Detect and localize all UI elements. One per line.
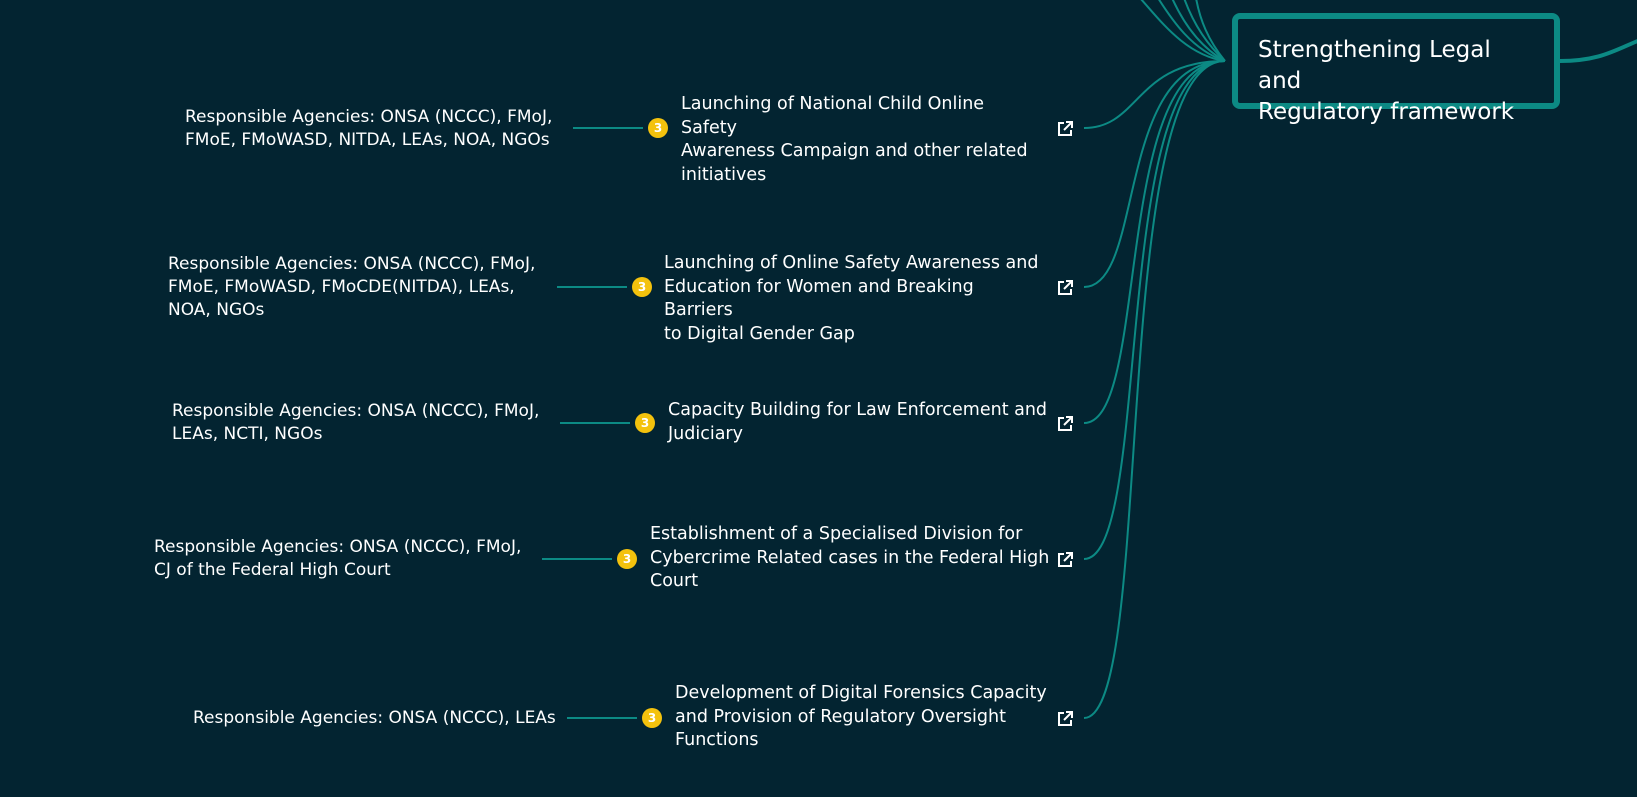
connector-root-upper-2 — [1158, 0, 1226, 62]
action-topic-text[interactable]: Development of Digital Forensics Capacit… — [675, 683, 1047, 750]
external-link-icon[interactable] — [1056, 120, 1074, 138]
priority-badge: 3 — [617, 549, 637, 569]
root-topic-title: Strengthening Legal and Regulatory frame… — [1258, 37, 1515, 125]
responsible-agencies-text[interactable]: Responsible Agencies: ONSA (NCCC), FMoJ,… — [172, 401, 540, 444]
responsible-agencies-text[interactable]: Responsible Agencies: ONSA (NCCC), LEAs — [193, 708, 556, 728]
connector-root-to-node-1 — [1083, 60, 1226, 129]
action-topic-text[interactable]: Launching of Online Safety Awareness and… — [664, 253, 1039, 344]
connector-root-upper-1 — [1140, 0, 1226, 62]
connector-root-to-parent — [1559, 39, 1637, 63]
external-link-icon[interactable] — [1056, 415, 1074, 433]
responsible-agencies-text[interactable]: Responsible Agencies: ONSA (NCCC), FMoJ,… — [168, 254, 536, 320]
priority-badge: 3 — [635, 413, 655, 433]
action-topic-text[interactable]: Establishment of a Specialised Division … — [650, 524, 1050, 591]
connector-root-to-node-2 — [1083, 60, 1226, 288]
priority-badge: 3 — [648, 118, 668, 138]
connector-root-upper-5 — [1195, 0, 1226, 62]
responsible-agencies-text[interactable]: Responsible Agencies: ONSA (NCCC), FMoJ,… — [154, 537, 522, 580]
action-topic-text[interactable]: Launching of National Child Online Safet… — [681, 94, 1028, 185]
connector-root-to-node-3 — [1083, 60, 1226, 424]
external-link-icon[interactable] — [1056, 279, 1074, 297]
action-topic-text[interactable]: Capacity Building for Law Enforcement an… — [668, 400, 1048, 444]
external-link-icon[interactable] — [1056, 551, 1074, 569]
connector-root-upper-4 — [1183, 0, 1226, 62]
responsible-agencies-text[interactable]: Responsible Agencies: ONSA (NCCC), FMoJ,… — [185, 107, 553, 150]
connector-root-to-node-4 — [1083, 60, 1226, 560]
priority-badge: 3 — [642, 708, 662, 728]
connector-root-to-node-5 — [1083, 60, 1226, 719]
connector-root-upper-3 — [1171, 0, 1226, 62]
root-topic-node[interactable]: Strengthening Legal and Regulatory frame… — [1232, 13, 1560, 125]
priority-badge: 3 — [632, 277, 652, 297]
external-link-icon[interactable] — [1056, 710, 1074, 728]
